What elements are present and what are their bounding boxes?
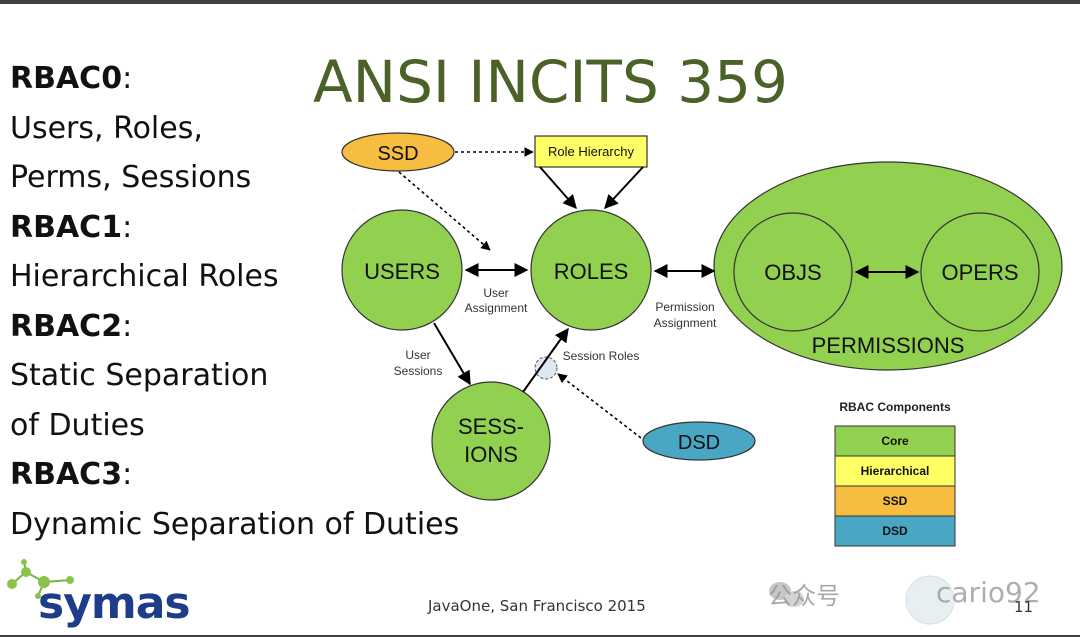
ssd-ellipse [341,132,455,172]
users-circle [341,209,463,331]
dsd-to-session-roles-arrow [557,373,642,439]
legend-ssd-label: SSD [883,494,908,508]
sessions-label-line2: IONS [464,442,518,467]
rbac0-line-1: Users, Roles, [10,110,203,146]
ssd-to-roles-arrow [398,171,491,251]
legend-ssd-swatch [834,485,956,517]
opers-circle [920,212,1040,332]
rbac1-line-1: Hierarchical Roles [10,259,279,294]
objs-label: OBJS [764,260,821,285]
rbac3-line-1: Dynamic Separation of Duties [10,506,460,542]
legend-hierarchical-swatch [834,455,956,487]
rbac0-line-2: Perms, Sessions [10,160,252,195]
session-roles-label: Session Roles [563,349,640,363]
permission-assignment-label-2: Assignment [654,316,717,330]
rbac2-heading: RBAC2: [10,308,133,344]
session-roles-node [534,356,558,380]
roles-circle [530,209,652,331]
legend-core-label: Core [881,434,909,448]
role-hierarchy-box [534,135,648,168]
slide-title: ANSI INCITS 359 [313,48,788,116]
watermark-text: 公众号 [768,582,840,610]
bottom-border [0,635,1080,637]
top-border [0,0,1080,4]
session-roles-arrow [522,327,569,393]
user-assignment-label-1: User [483,286,508,300]
permission-assignment-label-1: Permission [655,300,714,314]
symas-logo-text: symas [38,578,191,629]
user-sessions-label-2: Sessions [394,364,443,378]
legend-dsd-label: DSD [882,524,908,538]
legend-items: Core Hierarchical SSD DSD [834,425,956,547]
permissions-label: PERMISSIONS [812,333,965,358]
avatar-icon [905,575,955,625]
dsd-ellipse [642,421,756,461]
dsd-label: DSD [678,432,720,454]
watermark-handle: cario92 [936,576,1041,609]
sessions-label-line1: SESS- [458,414,524,439]
user-sessions-arrow [433,322,471,386]
user-assignment-label-2: Assignment [465,301,528,315]
rbac0-heading: RBAC0: [10,61,133,96]
user-sessions-label-1: User [405,348,430,362]
rbac-levels-text: RBAC0: Users, Roles, Perms, Sessions RBA… [10,54,480,549]
hierarchy-right-arrow [604,166,644,210]
ssd-label: SSD [377,143,418,165]
symas-logo-icon [7,559,74,599]
footer-event: JavaOne, San Francisco 2015 [428,597,646,615]
sessions-circle [431,381,551,501]
role-hierarchy-label: Role Hierarchy [548,144,634,159]
roles-label: ROLES [554,259,629,284]
rbac3-heading: RBAC3: [10,457,133,492]
rbac1-heading: RBAC1: [10,209,133,245]
legend-title: RBAC Components [839,400,951,414]
legend-hierarchical-label: Hierarchical [861,464,930,478]
users-label: USERS [364,259,440,284]
legend-dsd-swatch [834,515,956,547]
wechat-icon [769,582,804,607]
rbac2-line-1: Static Separation [10,358,269,393]
opers-label: OPERS [941,260,1018,285]
page-number: 11 [1014,598,1034,616]
objs-circle [733,212,853,332]
hierarchy-left-arrow [539,166,577,210]
legend-core-swatch [834,425,956,457]
rbac2-line-2: of Duties [10,407,145,443]
